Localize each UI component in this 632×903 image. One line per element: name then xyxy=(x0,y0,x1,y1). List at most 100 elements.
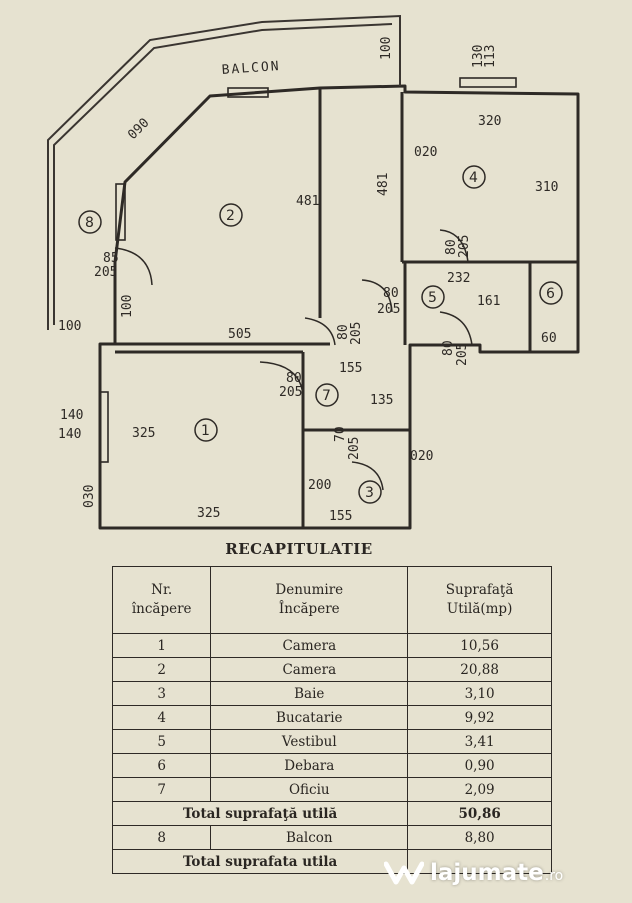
recap-table: Nr. încăpere Denumire Încăpere Suprafaţă… xyxy=(111,566,552,874)
room-number-8: 8 xyxy=(85,215,94,231)
cell-area: 0,90 xyxy=(407,753,552,778)
door-arc-kitchen xyxy=(439,229,469,263)
cell-name: Vestibul xyxy=(210,729,409,754)
dim-100-left: 100 xyxy=(58,319,81,334)
header-nr-line1: Nr. xyxy=(151,582,173,598)
cell-name: Oficiu xyxy=(210,777,409,802)
balcony-rail xyxy=(53,23,393,325)
cell-name: Baie xyxy=(210,681,409,706)
room-number-4: 4 xyxy=(469,170,478,186)
lajumate-logo-icon xyxy=(384,861,424,885)
room-number-1: 1 xyxy=(201,423,210,439)
dim-205-a: 205 xyxy=(94,265,117,280)
dim-80-b: 80 xyxy=(336,324,351,340)
room-number-7: 7 xyxy=(322,388,331,404)
room-circle-2 xyxy=(219,203,243,227)
window-room2-top xyxy=(227,87,269,98)
room-number-2: 2 xyxy=(226,208,235,224)
cell-nr: 1 xyxy=(111,633,212,658)
room-circle-8 xyxy=(78,210,102,234)
door-arc-debara xyxy=(439,311,473,346)
brand-name: lajumate xyxy=(430,860,544,886)
cell-nr: 2 xyxy=(111,657,212,682)
table-row: 1 Camera 10,56 xyxy=(111,633,552,658)
room-circle-7 xyxy=(315,383,339,407)
cell-name: Bucatarie xyxy=(210,705,409,730)
dim-70: 70 xyxy=(333,426,348,442)
window-room2-left xyxy=(115,183,126,241)
table-row: 7 Oficiu 2,09 xyxy=(111,777,552,802)
cell-nr: 6 xyxy=(111,753,212,778)
dim-481-b: 481 xyxy=(376,173,391,196)
dim-481-a: 481 xyxy=(296,194,319,209)
brand-tld: .ro xyxy=(544,868,564,884)
header-suprafata: Suprafaţă Utilă(mp) xyxy=(407,566,552,634)
table-row: 4 Bucatarie 9,92 xyxy=(111,705,552,730)
cell-name: Camera xyxy=(210,633,409,658)
dim-205-g: 205 xyxy=(347,437,362,460)
dim-140-b: 140 xyxy=(58,427,81,442)
dim-205-f: 205 xyxy=(279,385,302,400)
cell-name: Debara xyxy=(210,753,409,778)
door-arc-vestibul xyxy=(361,279,393,313)
door-arc-bath xyxy=(351,461,384,491)
room-circle-3 xyxy=(358,480,382,504)
balcon-label: BALCON xyxy=(221,59,281,78)
dim-161: 161 xyxy=(477,294,500,309)
cell-area: 2,09 xyxy=(407,777,552,802)
dim-155-top: 155 xyxy=(339,361,362,376)
dim-80-a: 80 xyxy=(383,286,399,301)
cell-area: 9,92 xyxy=(407,705,552,730)
cell-area: 3,41 xyxy=(407,729,552,754)
window-kitchen xyxy=(459,77,517,88)
dim-325-v: 325 xyxy=(132,426,155,441)
recap-title: RECAPITULATIE xyxy=(225,540,373,558)
dim-113: 113 xyxy=(483,45,498,68)
total-final-label: Total suprafata utila xyxy=(111,849,409,874)
dim-310: 310 xyxy=(535,180,558,195)
room-circle-1 xyxy=(194,418,218,442)
room-number-5: 5 xyxy=(428,290,437,306)
dim-200: 200 xyxy=(308,478,331,493)
total-utila-value: 50,86 xyxy=(407,801,552,826)
dim-020-kitchen: 020 xyxy=(414,145,437,160)
table-row: 6 Debara 0,90 xyxy=(111,753,552,778)
dim-030: 030 xyxy=(82,485,97,508)
header-denumire: Denumire Încăpere xyxy=(210,566,409,634)
window-room1 xyxy=(99,391,109,463)
table-row: 3 Baie 3,10 xyxy=(111,681,552,706)
cell-nr: 7 xyxy=(111,777,212,802)
header-den-line1: Denumire xyxy=(275,582,344,598)
wall-outline xyxy=(98,84,580,530)
room-circle-5 xyxy=(421,285,445,309)
dim-100-side: 100 xyxy=(120,295,135,318)
cell-nr: 8 xyxy=(111,825,212,850)
room-number-3: 3 xyxy=(365,485,374,501)
table-header-row: Nr. încăpere Denumire Încăpere Suprafaţă… xyxy=(111,566,552,634)
cell-area: 3,10 xyxy=(407,681,552,706)
header-nr-line2: încăpere xyxy=(131,601,192,617)
cell-nr: 5 xyxy=(111,729,212,754)
cell-nr: 4 xyxy=(111,705,212,730)
brand-watermark[interactable]: lajumate .ro xyxy=(384,853,563,893)
dim-505: 505 xyxy=(228,327,251,342)
table-row: 5 Vestibul 3,41 xyxy=(111,729,552,754)
dim-020-bath: 020 xyxy=(410,449,433,464)
header-sup-line2: Utilă(mp) xyxy=(446,601,513,617)
door-arc-room2 xyxy=(114,247,153,286)
dim-320: 320 xyxy=(478,114,501,129)
door-arc-room1 xyxy=(259,361,304,396)
balcon-row: 8 Balcon 8,80 xyxy=(111,825,552,850)
dim-205-b: 205 xyxy=(377,302,400,317)
dim-135: 135 xyxy=(370,393,393,408)
table-row: 2 Camera 20,88 xyxy=(111,657,552,682)
dim-100-top: 100 xyxy=(379,37,394,60)
dim-80-e: 80 xyxy=(286,371,302,386)
header-nr: Nr. încăpere xyxy=(111,566,212,634)
cell-area: 10,56 xyxy=(407,633,552,658)
dim-325-h: 325 xyxy=(197,506,220,521)
cell-name: Balcon xyxy=(210,825,409,850)
cell-area: 8,80 xyxy=(407,825,552,850)
dim-205-c: 205 xyxy=(349,322,364,345)
dim-232: 232 xyxy=(447,271,470,286)
